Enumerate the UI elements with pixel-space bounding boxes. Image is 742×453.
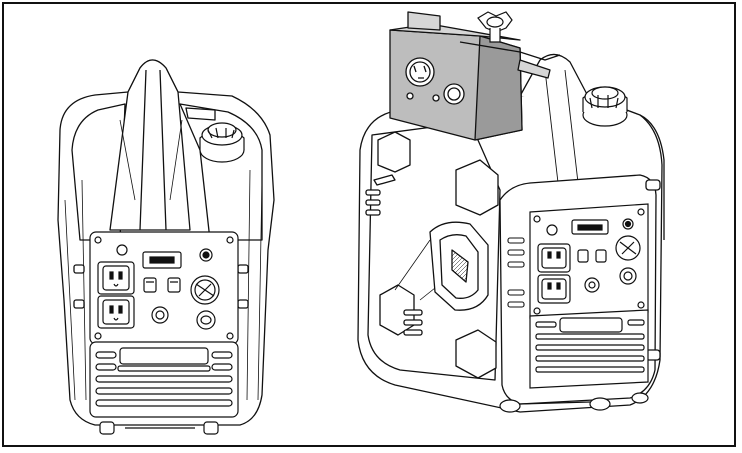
pull-start-recess (429, 221, 489, 311)
accessory-box (389, 11, 561, 141)
fuel-cap-front (199, 122, 245, 163)
control-panel-front (89, 231, 239, 345)
ac-outlet-lower (97, 295, 135, 329)
vent-grille-front (89, 341, 239, 418)
star-knob (477, 11, 513, 43)
control-panel-three-quarter (529, 203, 649, 319)
side-vents-three-quarter (507, 237, 525, 308)
ac-outlet-upper (97, 261, 135, 295)
feet-three-quarter (499, 392, 649, 413)
vent-grille-three-quarter (529, 309, 649, 389)
feet-front (99, 421, 219, 435)
fuel-cap-three-quarter (582, 86, 628, 127)
